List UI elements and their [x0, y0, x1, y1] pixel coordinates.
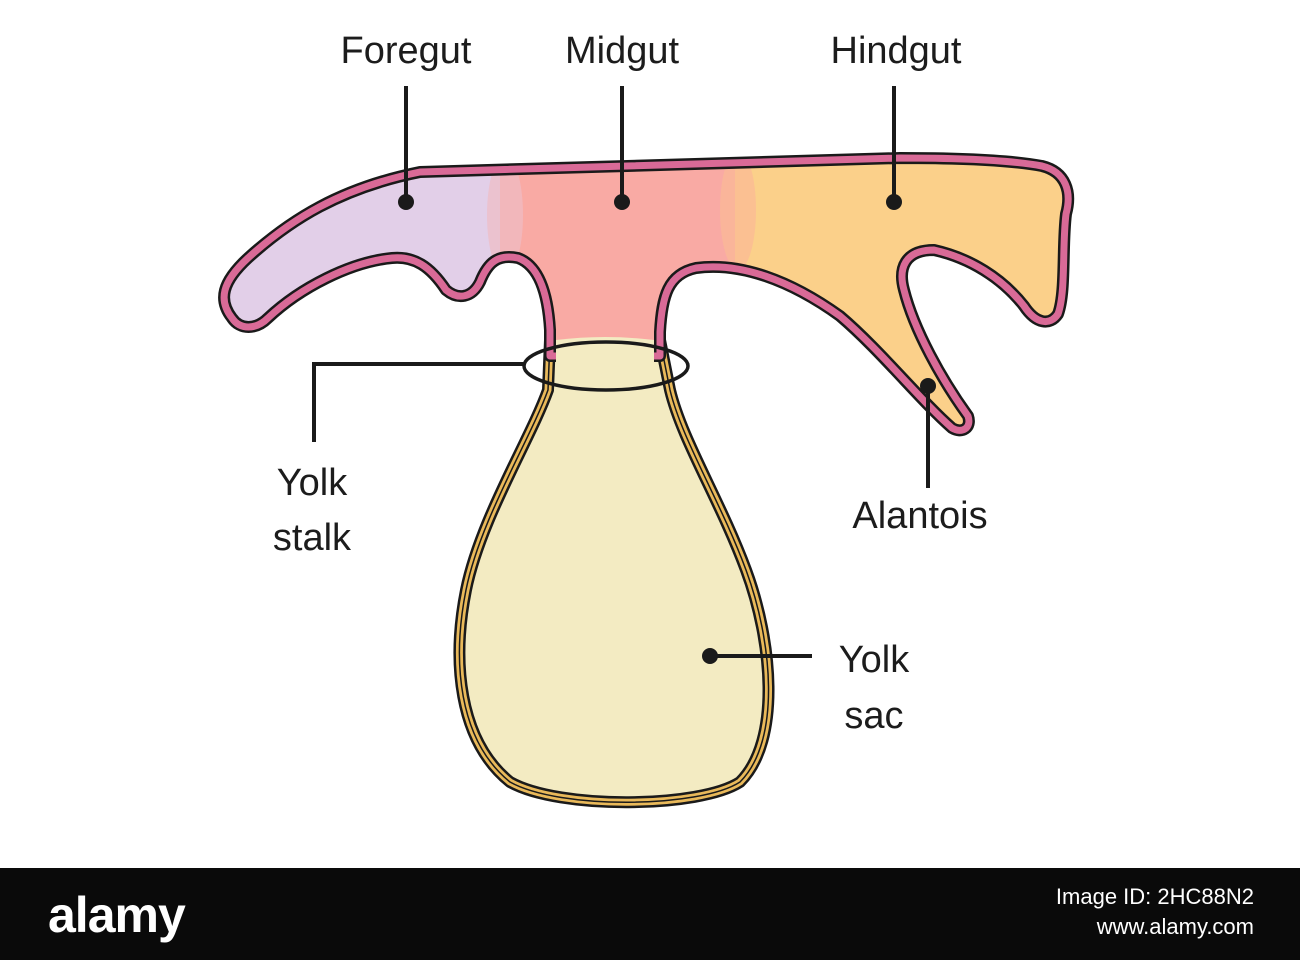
midgut-leader [614, 86, 630, 210]
label-yolk-sac-line1: Yolk [839, 639, 910, 681]
yolk-stalk-leader [312, 362, 524, 442]
foregut-leader [398, 86, 414, 210]
alantois-leader [920, 378, 936, 488]
gut-tube-shape [200, 140, 1095, 460]
yolk-sac-leader [702, 648, 812, 664]
hindgut-leader [886, 86, 902, 210]
yolk-sac-shape [459, 340, 768, 802]
label-midgut: Midgut [565, 30, 679, 72]
label-foregut: Foregut [341, 30, 472, 72]
label-yolk-sac-line2: sac [844, 695, 903, 737]
hindgut-region [735, 158, 1069, 431]
label-yolk-stalk-line1: Yolk [277, 462, 348, 504]
label-hindgut: Hindgut [831, 30, 962, 72]
label-yolk-stalk-line2: stalk [273, 517, 352, 559]
embryonic-gut-diagram: Foregut Midgut Hindgut Yolk stalk Alanto… [0, 30, 1300, 868]
footer-bar: alamy Image ID: 2HC88N2 www.alamy.com [0, 868, 1300, 960]
alamy-logo: alamy [48, 887, 186, 943]
site-url-text: www.alamy.com [1096, 914, 1254, 939]
image-id-text: Image ID: 2HC88N2 [1055, 884, 1254, 909]
footer-image-info: Image ID: 2HC88N2 www.alamy.com [1056, 882, 1254, 942]
label-alantois: Alantois [852, 495, 987, 537]
